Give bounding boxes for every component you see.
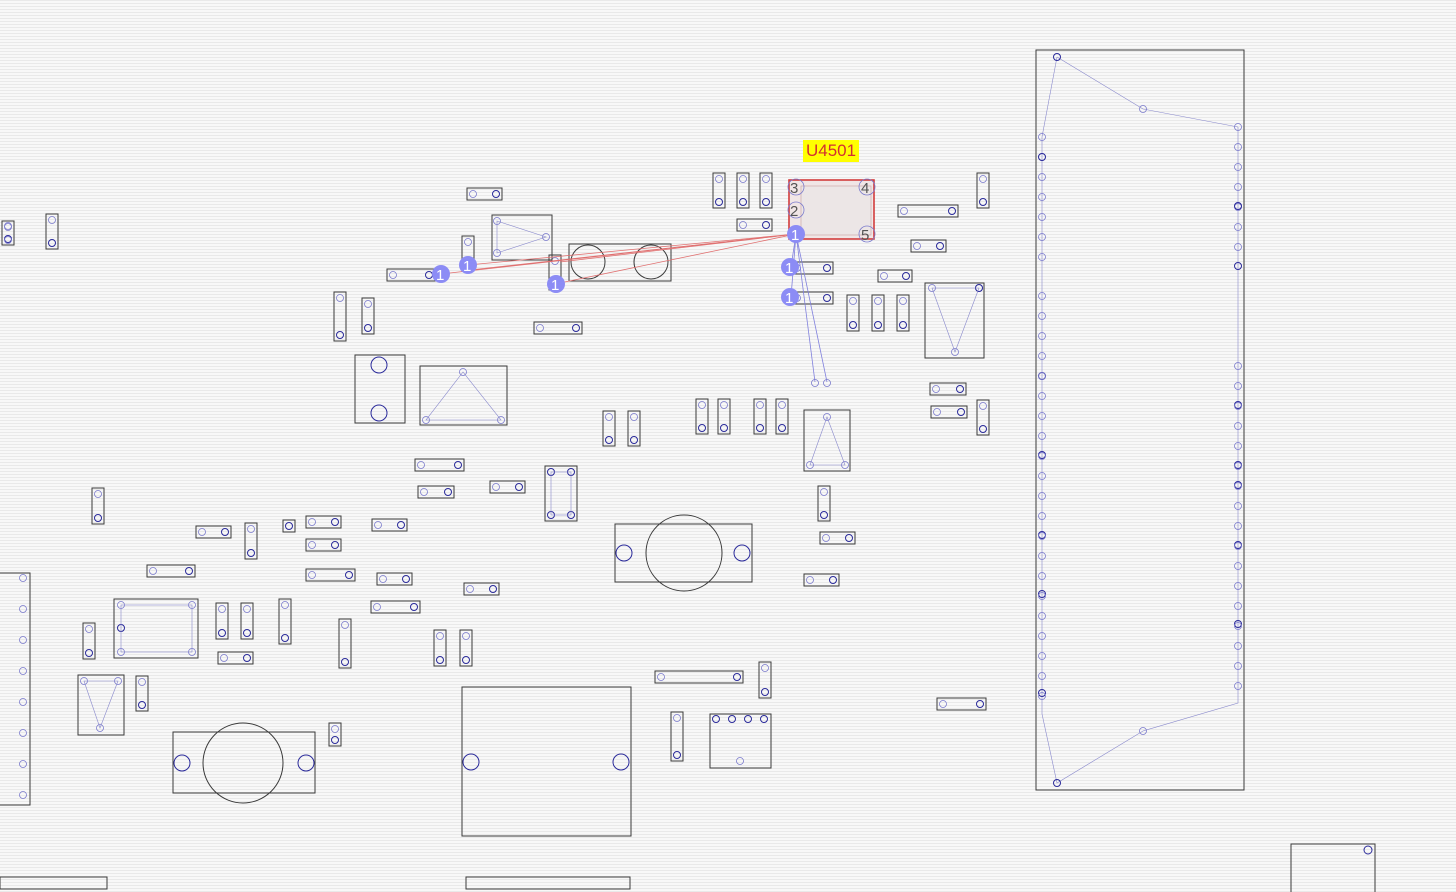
ratsnest-lines <box>440 233 831 387</box>
connector-large-right[interactable] <box>1035 49 1245 791</box>
svg-text:1: 1 <box>791 227 799 244</box>
pin-3-label: 3 <box>790 180 798 197</box>
pin-5-label: 5 <box>861 227 869 244</box>
net-marker[interactable]: 1 <box>459 256 477 275</box>
svg-text:1: 1 <box>785 290 793 307</box>
u4501-pins: 3 2 4 5 <box>787 178 876 244</box>
net-marker[interactable]: 1 <box>547 275 565 294</box>
refdes-label-u4501[interactable]: U4501 <box>803 140 860 162</box>
pin-2-label: 2 <box>790 203 798 220</box>
connector-left-edge[interactable] <box>0 572 31 806</box>
svg-text:1: 1 <box>551 277 559 294</box>
svg-text:1: 1 <box>785 260 793 277</box>
net-marker-u4501-pin1[interactable]: 1 <box>787 225 805 244</box>
net-marker[interactable]: 1 <box>432 265 450 284</box>
pin-4-label: 4 <box>861 180 869 197</box>
net-marker[interactable]: 1 <box>781 258 799 277</box>
net-markers[interactable]: 1 1 1 1 1 1 <box>432 225 805 307</box>
svg-text:1: 1 <box>436 267 444 284</box>
svg-text:1: 1 <box>463 258 471 275</box>
net-marker[interactable]: 1 <box>781 288 799 307</box>
